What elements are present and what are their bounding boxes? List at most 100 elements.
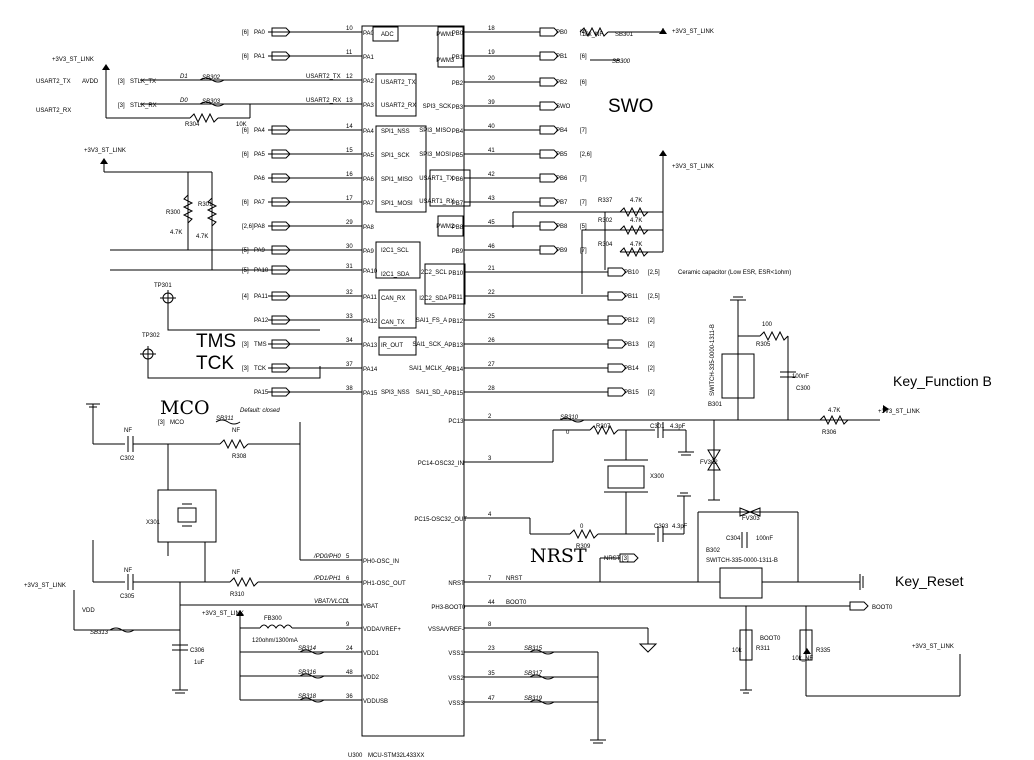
svg-text:USART2_TX: USART2_TX [306,74,341,80]
pin-number: 44 [488,600,495,606]
pin-name: VSS1 [448,651,464,657]
resistor-r304b [619,246,649,258]
tvs-fv303 [739,507,752,517]
pin-name: PC14-OSC32_IN [418,461,464,467]
ferrite-fb300 [259,624,293,629]
pin-function: CAN_RX [381,296,405,302]
power-label: +3V3_ST_LINK [878,409,920,415]
net-label: PA8 [254,224,266,230]
power-label: +3V3_ST_LINK [52,57,94,63]
mcu-part: MCU-STM32L433XX [368,753,424,759]
net-flag-icon [271,173,291,183]
svg-text:0: 0 [580,524,584,530]
label-key-function-b: Key_Function B [893,373,992,389]
net-flag-icon [607,387,627,397]
switch-b302 [719,567,763,599]
pin-name: PB9 [452,249,464,255]
svg-text:FV303: FV303 [742,516,760,522]
net-flag-icon [271,265,291,275]
func-box-i2c1 [375,241,421,279]
svg-text:4.7K: 4.7K [170,230,182,236]
svg-text:BOOT0: BOOT0 [872,605,893,611]
pin-number: 14 [346,124,353,130]
crystal-x301 [157,489,217,543]
pin-number: 40 [488,124,495,130]
svg-text:R304: R304 [185,122,200,128]
pin-function: SAI1_SCK_A [412,342,448,348]
sheet-ref: [5] [242,268,249,274]
svg-text:B302: B302 [706,548,721,554]
sheet-ref: [6] [580,54,587,60]
svg-text:R308: R308 [232,454,247,460]
pin-number: 6 [346,576,350,582]
net-label: PB12 [624,318,639,324]
pin-number: 48 [346,670,353,676]
net-label: PA1 [254,54,266,60]
net-flag-icon [607,339,627,349]
svg-text:SB317: SB317 [524,671,543,677]
net-flag-icon [539,149,559,159]
svg-text:R309: R309 [576,544,591,550]
pin-name: PA12 [363,319,378,325]
net-label: PA12 [254,318,269,324]
sheet-ref: [6] [242,152,249,158]
svg-text:C304: C304 [726,536,741,542]
pin-number: 10 [346,26,353,32]
sheet-ref: [2,6] [580,152,592,158]
net-label: PB2 [556,80,568,86]
svg-text:R311: R311 [756,646,771,652]
net-flag-icon [539,51,559,61]
sheet-ref: [2] [648,366,655,372]
pin-number: 25 [488,314,495,320]
pin-number: 43 [488,196,495,202]
pin-number: 47 [488,696,495,702]
svg-text:100nF: 100nF [792,374,809,380]
usart2-rx-net: USART2_RX [36,108,71,114]
default-closed-note: Default: closed [240,408,280,414]
pin-number: 45 [488,220,495,226]
net-flag-icon [271,387,291,397]
svg-text:NF: NF [232,570,240,576]
svg-text:BOOT0: BOOT0 [760,636,781,642]
svg-text:[3]: [3] [158,420,165,426]
label-swo: SWO [608,96,653,117]
pin-function: CAN_TX [381,320,405,326]
pin-number: 42 [488,172,495,178]
power-arrow-icon [102,64,110,70]
sheet-ref: [2,5] [648,270,660,276]
pin-name: VBAT [363,604,379,610]
pin-number: 28 [488,386,495,392]
net-label: PA11 [254,294,268,300]
svg-text:10k: 10k [732,648,743,654]
pin-name: PA14 [363,367,378,373]
sheet-ref: [2,6] [242,224,254,230]
pin-name: PA15 [363,391,378,397]
pin-name: PB8 [452,225,464,231]
svg-text:R300: R300 [166,210,181,216]
power-label: +3V3_ST_LINK [912,644,954,650]
pin-function: I2C1_SDA [381,272,409,278]
pin-name: PH1-OSC_OUT [363,581,406,587]
svg-text:X300: X300 [650,474,665,480]
net-label: TCK [254,366,266,372]
net-label: VBAT/VLCD [314,599,348,605]
pin-number: 26 [488,338,495,344]
pin-number: 20 [488,76,495,82]
pin-number: 23 [488,646,495,652]
svg-text:NRST: NRST [604,556,621,562]
power-arrow-icon [659,150,667,156]
mcu-body [361,25,465,737]
pin-name: PA11 [363,295,377,301]
